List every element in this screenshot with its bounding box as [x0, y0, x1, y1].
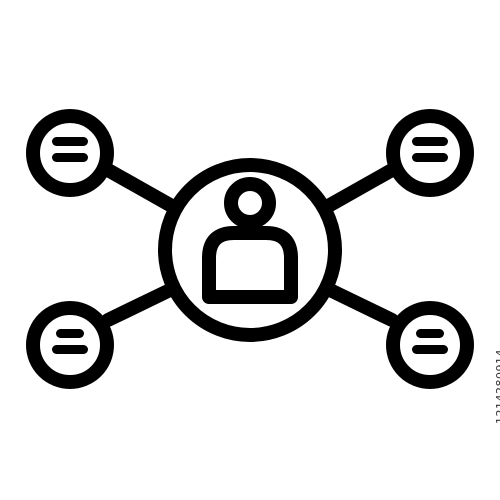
node-bottom-right-line-1	[416, 329, 444, 338]
node-bottom-right	[386, 301, 474, 389]
node-bottom-left-line-1	[56, 329, 84, 338]
connector-bottom-left	[101, 283, 177, 327]
user-body-icon	[202, 226, 298, 304]
node-bottom-left	[26, 301, 114, 389]
node-bottom-right-line-2	[412, 345, 448, 354]
connector-top-left	[101, 163, 177, 212]
user-head-icon	[224, 177, 276, 229]
connector-bottom-right	[323, 283, 399, 327]
node-top-right-line-2	[412, 153, 448, 162]
watermark-id-text: 1214280914	[494, 349, 500, 424]
node-bottom-left-line-2	[52, 345, 88, 354]
connector-top-right	[323, 163, 399, 212]
node-top-left-line-1	[52, 137, 88, 146]
node-top-left	[26, 109, 114, 197]
center-circle	[158, 158, 342, 342]
node-top-left-line-2	[52, 153, 88, 162]
node-top-right-line-1	[412, 137, 448, 146]
node-top-right	[386, 109, 474, 197]
